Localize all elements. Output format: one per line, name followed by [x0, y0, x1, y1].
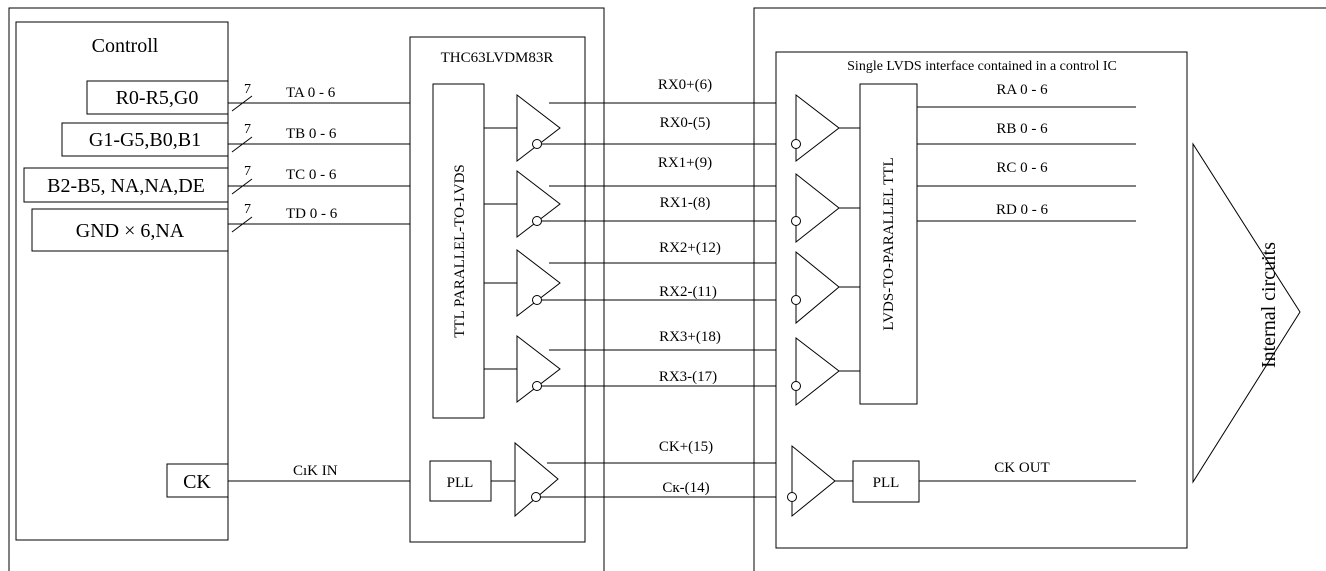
- rx-pll-label: PLL: [873, 475, 900, 491]
- receiver-block: [775, 51, 1188, 549]
- lvds-label-rx0-plus: RX0+(6): [658, 77, 712, 93]
- tx-pll-label: PLL: [447, 475, 474, 491]
- rx-pll-block: [852, 460, 920, 503]
- controller-title: Controll: [92, 35, 159, 57]
- bus-width-td: 7: [244, 202, 251, 217]
- deserializer-block: [859, 83, 918, 405]
- clock-source-box: [166, 463, 229, 498]
- bus-slash-tb: [231, 136, 253, 153]
- internal-circuits-arrow: [1192, 142, 1301, 484]
- output-label-rc: RC 0 - 6: [996, 160, 1048, 176]
- rx-receiver-0: [791, 93, 860, 163]
- serializer-label: TTL PARALLEL-TO-LVDS: [452, 164, 468, 337]
- lvds-label-ck-plus: CK+(15): [659, 439, 713, 455]
- tx-driver-3: [484, 334, 561, 404]
- clock-out-label: CK OUT: [994, 460, 1049, 476]
- lvds-label-rx3-plus: RX3+(18): [659, 329, 721, 345]
- bus-slash-ta: [231, 95, 253, 112]
- panel-board-frame: [753, 7, 1326, 571]
- host-board-frame: [8, 7, 605, 571]
- bus-width-tb: 7: [244, 122, 251, 137]
- bus-label-tc: TC 0 - 6: [286, 167, 337, 183]
- input-box-g: [61, 122, 229, 157]
- input-label-g: G1-G5,B0,B1: [89, 129, 201, 151]
- input-label-gnd: GND × 6,NA: [76, 220, 185, 242]
- bus-slash-td: [231, 216, 253, 233]
- rx-receiver-2: [791, 250, 860, 325]
- deserializer-label: LVDS-TO-PARALLEL TTL: [881, 157, 897, 330]
- bus-label-ta: TA 0 - 6: [286, 85, 336, 101]
- output-label-rb: RB 0 - 6: [996, 121, 1048, 137]
- bus-slash-tc: [231, 178, 253, 195]
- lvds-label-rx3-minus: RX3-(17): [659, 369, 717, 385]
- tx-driver-0: [484, 93, 561, 163]
- tx-driver-clock: [514, 441, 559, 518]
- input-label-b: B2-B5, NA,NA,DE: [47, 175, 205, 197]
- tx-driver-1: [484, 169, 561, 239]
- input-box-b: [23, 167, 229, 203]
- output-label-ra: RA 0 - 6: [996, 82, 1048, 98]
- clock-source-label: CK: [183, 471, 211, 493]
- bus-width-ta: 7: [244, 82, 251, 97]
- tx-pll-block: [429, 460, 492, 502]
- internal-circuits-label: Internal circuits: [1258, 242, 1280, 368]
- lvds-label-ck-minus: Cк-(14): [662, 480, 709, 496]
- serializer-block: [432, 83, 485, 419]
- bus-label-td: TD 0 - 6: [286, 206, 338, 222]
- lvds-label-rx1-plus: RX1+(9): [658, 155, 712, 171]
- lvds-label-rx2-plus: RX2+(12): [659, 240, 721, 256]
- input-box-r: [86, 80, 229, 115]
- output-label-rd: RD 0 - 6: [996, 202, 1049, 218]
- rx-receiver-1: [791, 172, 860, 244]
- input-box-gnd: [31, 208, 229, 252]
- input-label-r: R0-R5,G0: [116, 87, 199, 109]
- transmitter-part-number: THC63LVDM83R: [441, 50, 554, 66]
- bus-label-tb: TB 0 - 6: [286, 126, 337, 142]
- rx-receiver-3: [791, 336, 860, 407]
- lvds-label-rx2-minus: RX2-(11): [659, 284, 717, 300]
- lvds-label-rx1-minus: RX1-(8): [660, 195, 711, 211]
- bus-width-tc: 7: [244, 164, 251, 179]
- receiver-title: Single LVDS interface contained in a con…: [847, 59, 1117, 74]
- tx-driver-2: [484, 248, 561, 318]
- clock-in-label: CıK IN: [293, 463, 338, 479]
- lvds-label-rx0-minus: RX0-(5): [660, 115, 711, 131]
- rx-receiver-clock: [787, 444, 853, 518]
